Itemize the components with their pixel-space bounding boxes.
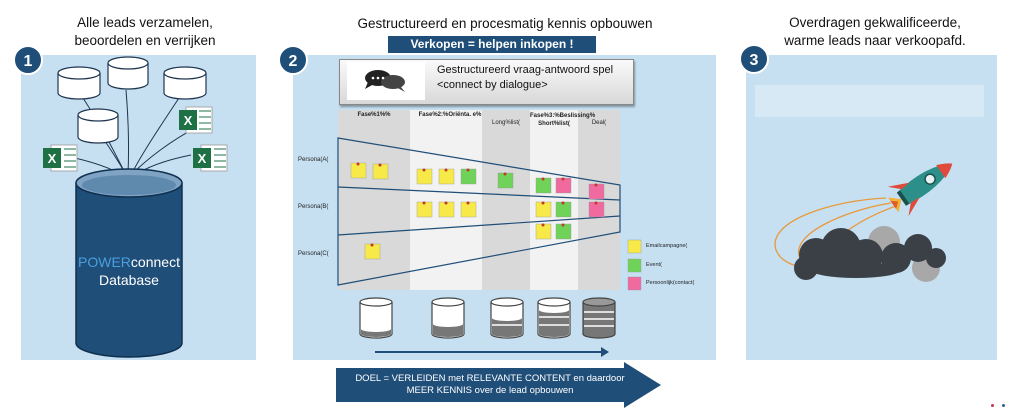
smoke-clouds — [794, 226, 946, 282]
database-brand-connect: connect — [130, 254, 180, 270]
phase-column-1 — [338, 110, 410, 290]
step1-graphic: X X X — [43, 56, 228, 358]
sticky-pins — [356, 162, 598, 247]
chat-bubbles-icon — [365, 70, 405, 92]
corner-dot-1 — [991, 404, 994, 407]
step1-title-line2: beoordelen en verrijken — [74, 33, 216, 48]
db-cylinder-1 — [57, 66, 101, 100]
persona-label-c: Persona(C( — [298, 251, 329, 257]
goal-text-line1: DOEL = VERLEIDEN met RELEVANTE CONTENT e… — [355, 373, 625, 384]
rocket-icon — [887, 163, 953, 217]
legend-label-contact: Persoonlijk(contact( — [646, 280, 695, 286]
arrow-2 — [125, 89, 130, 176]
phase-header-4: Fase%3:%Beslissing% Short%list( — [530, 113, 596, 127]
funnel-diagram — [337, 110, 642, 357]
legend-swatch-email — [627, 239, 642, 254]
persona-label-b: Persona(B( — [298, 204, 329, 210]
phase-header-1: Fase%1%% — [357, 112, 391, 118]
funnel-row-divider-1 — [337, 186, 621, 201]
step1-title-line1: Alle leads verzamelen, — [77, 15, 213, 30]
fill-level-glass-1 — [359, 297, 393, 339]
database-label: POWERconnect Database — [76, 253, 182, 289]
db-cylinder-2 — [107, 56, 149, 90]
main-database-cylinder — [75, 168, 183, 358]
arrow-3 — [130, 94, 182, 176]
phase-header-5: Deal( — [591, 120, 607, 126]
database-label-line1: POWERconnect — [76, 253, 182, 271]
funnel-row-divider-2 — [337, 215, 621, 236]
rocket-illustration — [774, 163, 953, 282]
funnel-outline — [337, 137, 621, 286]
fill-level-glass-4 — [537, 297, 571, 339]
step1-title: Alle leads verzamelen, beoordelen en ver… — [40, 14, 250, 50]
legend-swatch-contact — [627, 276, 642, 291]
goal-text-line2: MEER KENNIS over de lead opbouwen — [406, 385, 574, 396]
dialog-title: Gestructureerd vraag-antwoord spel — [437, 64, 614, 76]
phase-header-3: Long%list( — [491, 120, 520, 126]
persona-label-a: Persona(A( — [298, 157, 329, 163]
svg-text:X: X — [48, 151, 57, 166]
svg-text:X: X — [198, 151, 207, 166]
phase-column-4 — [530, 110, 578, 290]
excel-icon-2: X — [43, 144, 78, 172]
corner-dot-2 — [1002, 404, 1005, 407]
excel-icon-3: X — [193, 144, 228, 172]
step3-highlight-bar — [755, 85, 984, 117]
fill-level-glass-2 — [431, 297, 465, 339]
phase-header-2: Fase%2:%Oriënta. e% — [418, 112, 482, 118]
fill-level-glass-3 — [490, 297, 524, 339]
fill-level-glass-5 — [582, 297, 616, 339]
goal-arrow — [336, 362, 661, 408]
step3-title-line2: warme leads naar verkoopafd. — [784, 33, 966, 48]
step3-badge: 3 — [739, 44, 769, 74]
step2-banner: Verkopen = helpen inkopen ! — [388, 36, 596, 53]
excel-icon-1: X — [179, 106, 213, 134]
db-cylinder-4 — [77, 108, 119, 144]
dialog-subtitle: <connect by dialogue> — [437, 79, 548, 91]
database-label-line2: Database — [99, 272, 159, 288]
phase-column-2 — [410, 110, 482, 290]
step1-badge: 1 — [13, 45, 43, 75]
step3-title-line1: Overdragen gekwalificeerde, — [789, 15, 961, 30]
legend-swatch-event — [627, 258, 642, 273]
step2-title: Gestructureerd en procesmatig kennis opb… — [357, 16, 653, 31]
step3-title: Overdragen gekwalificeerde, warme leads … — [770, 14, 980, 50]
progress-arrow-head — [601, 347, 609, 357]
svg-text:X: X — [184, 113, 193, 128]
db-cylinder-3 — [163, 66, 207, 100]
step2-badge: 2 — [278, 45, 308, 75]
database-brand-power: POWER — [78, 254, 131, 270]
goal-text: DOEL = VERLEIDEN met RELEVANTE CONTENT e… — [345, 373, 635, 397]
phase-column-3 — [482, 110, 530, 290]
legend-label-email: Emailcampagne( — [646, 243, 688, 249]
legend-label-event: Event( — [646, 262, 662, 268]
sticky-notes — [350, 162, 605, 260]
